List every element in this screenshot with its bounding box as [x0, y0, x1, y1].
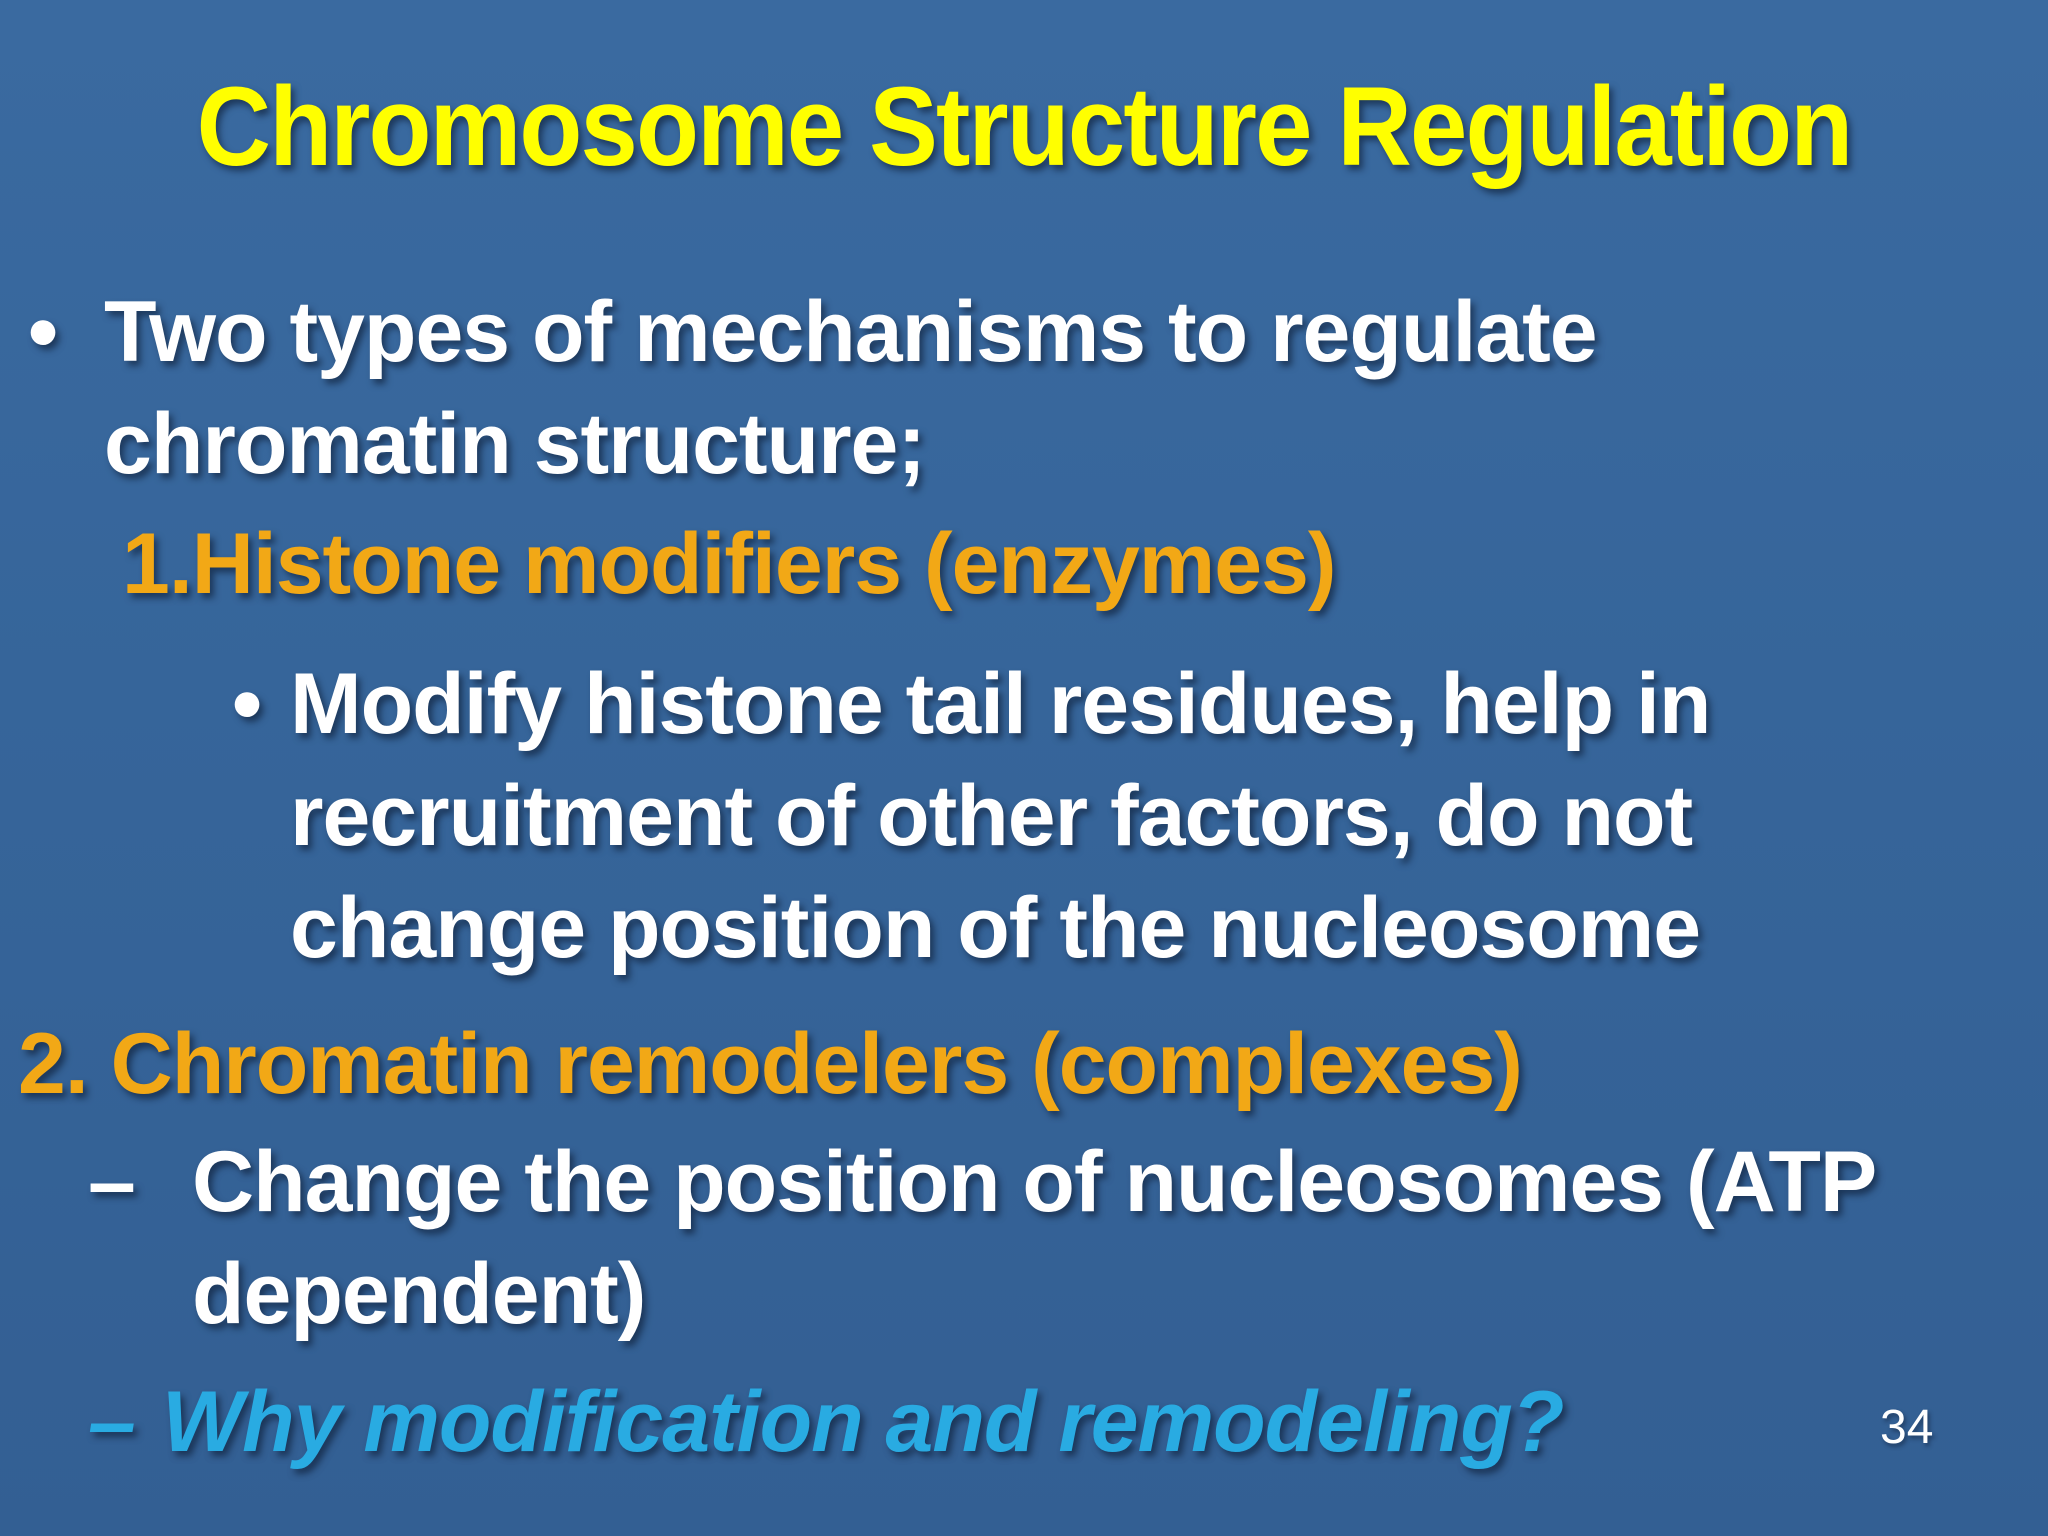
bullet-two-types: Two types of mechanisms to regulate chro…: [104, 276, 1598, 500]
dash-item-line1: Change the position of nucleosomes (ATP: [192, 1134, 1877, 1230]
dash-item-change-position: Change the position of nucleosomes (ATP …: [192, 1126, 1877, 1350]
sub-bullet-line2: recruitment of other factors, do not: [290, 768, 1693, 864]
dash-item-line2: dependent): [192, 1246, 646, 1342]
sub-bullet-line3: change position of the nucleosome: [290, 880, 1701, 976]
numbered-item-chromatin-remodelers: 2. Chromatin remodelers (complexes): [18, 1016, 1523, 1112]
sub-bullet-modify-histone: Modify histone tail residues, help in re…: [290, 648, 1711, 984]
bullet-marker-level2: •: [232, 656, 262, 752]
bullet-two-types-line2: chromatin structure;: [104, 396, 926, 492]
page-number: 34: [1880, 1401, 1934, 1454]
sub-bullet-line1: Modify histone tail residues, help in: [290, 656, 1711, 752]
numbered-item-histone-modifiers: 1.Histone modifiers (enzymes): [122, 516, 1337, 612]
bullet-marker-level1: •: [28, 284, 58, 380]
dash-item-why-question: Why modification and remodeling?: [162, 1374, 1564, 1470]
dash-marker-why-question: –: [88, 1374, 136, 1470]
slide-title: Chromosome Structure Regulation: [196, 64, 1854, 189]
dash-marker-change-position: –: [88, 1134, 136, 1230]
bullet-two-types-line1: Two types of mechanisms to regulate: [104, 284, 1598, 380]
